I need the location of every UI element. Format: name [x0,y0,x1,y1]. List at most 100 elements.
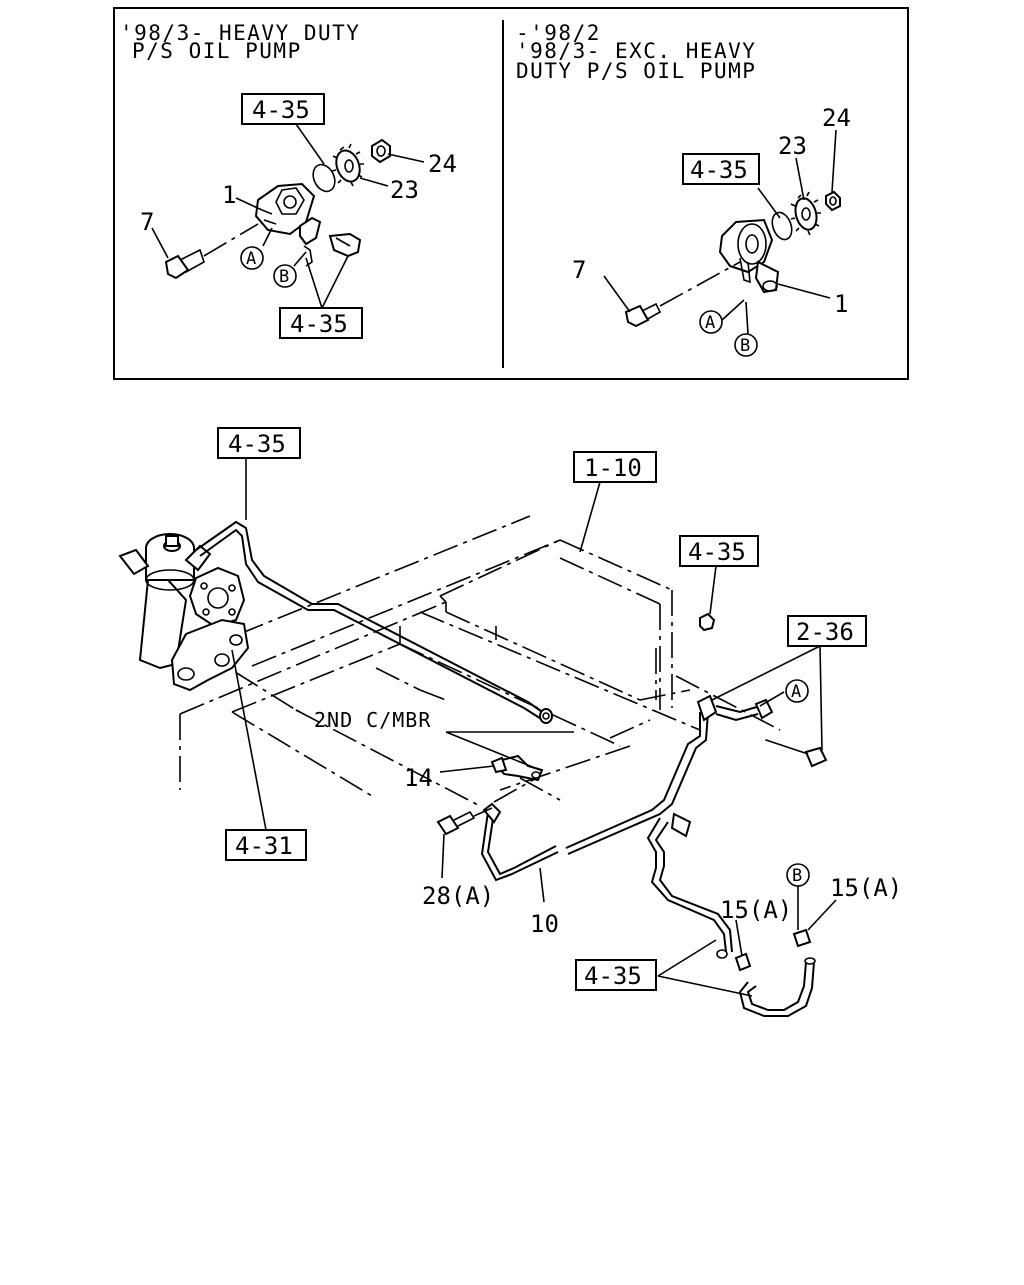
leader-ref-bottom [657,939,753,997]
leader-left-7 [151,227,169,259]
leader-ref-gearbox [231,649,267,831]
part-15a-right: 15(A) [830,874,902,902]
leader-28a [441,833,445,879]
leader-left-b [293,251,307,267]
leader-left-a [262,227,273,247]
right-ref-box [682,153,760,185]
left-ref-top: 4-35 [252,96,310,124]
leader-left-ref-top [295,123,325,165]
return-line [565,694,774,855]
svg-text:A: A [705,313,715,333]
svg-text:B: B [740,336,750,356]
leader-right-7 [603,275,631,313]
leader-10 [539,867,545,903]
left-ref-bottom: 4-35 [290,310,348,338]
ref-clip: 2-36 [796,618,854,646]
right-circle-a [699,310,723,334]
inset-left-heading: '98/3- HEAVY DUTY P/S OIL PUMP [120,21,360,63]
clip-bolt [759,737,828,768]
left-bolt-b [328,232,362,258]
right-gear [790,191,821,236]
left-bolt-7 [164,223,259,280]
ref-gearbox-box [225,829,307,861]
left-part-1: 1 [222,181,236,209]
leader-left-ref-bottom [305,255,349,309]
ref-nut-box [679,535,759,567]
leader-right-1 [777,283,831,299]
left-gear [331,143,364,187]
leader-15a-left [735,919,743,957]
left-ref-top-box [241,93,325,125]
right-part-7: 7 [572,256,586,284]
part-15a-left: 15(A) [720,896,792,924]
leader-a [759,691,785,707]
left-nut [371,138,391,164]
leader-left-24 [387,153,425,163]
right-part-1: 1 [834,290,848,318]
right-heading-line-2: '98/3- EXC. HEAVY [516,39,756,63]
leader-right-a [721,299,745,321]
clamp-14 [490,754,544,782]
leader-left-23 [359,177,389,187]
left-circle-a [240,246,264,270]
part-28a: 28(A) [422,882,494,910]
left-part-7: 7 [140,208,154,236]
inset-frame [113,7,909,380]
left-pump-assembly [151,123,425,309]
chassis-frame [179,515,781,807]
right-heading-line-1: -'98/2 [516,21,601,45]
right-nut [825,190,841,212]
ref-nut: 4-35 [688,538,746,566]
pressure-hose [195,520,553,724]
ref-top-left: 4-35 [228,430,286,458]
left-inset-labels: 4-35 4-35 1 7 23 24 A B [140,93,457,339]
main-leaders [231,458,837,997]
ref-frame-box [573,451,657,483]
svg-text:B: B [279,267,289,287]
left-ref-bottom-box [279,307,363,339]
main-circle-a [785,679,809,703]
ref-bottom: 4-35 [584,962,642,990]
svg-text:A: A [246,249,256,269]
leader-14 [439,765,495,773]
leader-ref-clip [711,645,823,751]
leader-left-1 [235,197,263,211]
right-part-23: 23 [778,132,807,160]
part-10: 10 [530,910,559,938]
svg-text:A: A [791,682,801,702]
left-heading-line-2: P/S OIL PUMP [132,39,302,63]
main-labels: 4-35 1-10 4-35 2-36 4-31 4-35 2ND C/MBR … [217,427,902,991]
leader-ref-nut [709,565,717,615]
right-pump-assembly [603,129,841,335]
left-part-24: 24 [428,150,457,178]
steering-gear-box [118,533,250,692]
ref-gearbox: 4-31 [235,832,293,860]
member-label: 2ND C/MBR [314,708,431,732]
left-part-23: 23 [390,176,419,204]
right-bolt-7 [624,261,741,328]
leader-right-b [745,301,749,335]
ref-top-left-box [217,427,301,459]
ref-frame: 1-10 [584,454,642,482]
inset-right-heading: -'98/2 '98/3- EXC. HEAVY DUTY P/S OIL PU… [516,21,756,83]
right-inset-labels: 4-35 1 7 23 24 A B [572,104,851,357]
left-heading-line-1: '98/3- HEAVY DUTY [120,21,360,45]
leader-ref-frame [579,481,601,553]
right-o-ring [771,211,793,241]
svg-text:B: B [792,866,802,886]
leader-15a-right [807,899,837,931]
right-circle-b [734,333,758,357]
ref-clip-box [787,615,867,647]
hose-10 [436,775,559,882]
right-outlet [754,260,780,294]
right-ref: 4-35 [690,156,748,184]
left-circle-b [273,264,297,288]
leader-right-ref [757,187,781,219]
leader-right-24 [831,129,837,193]
right-heading-line-3: DUTY P/S OIL PUMP [516,59,756,83]
left-o-ring [312,163,336,193]
right-part-24: 24 [822,104,851,132]
suction-pipe [646,812,816,1017]
